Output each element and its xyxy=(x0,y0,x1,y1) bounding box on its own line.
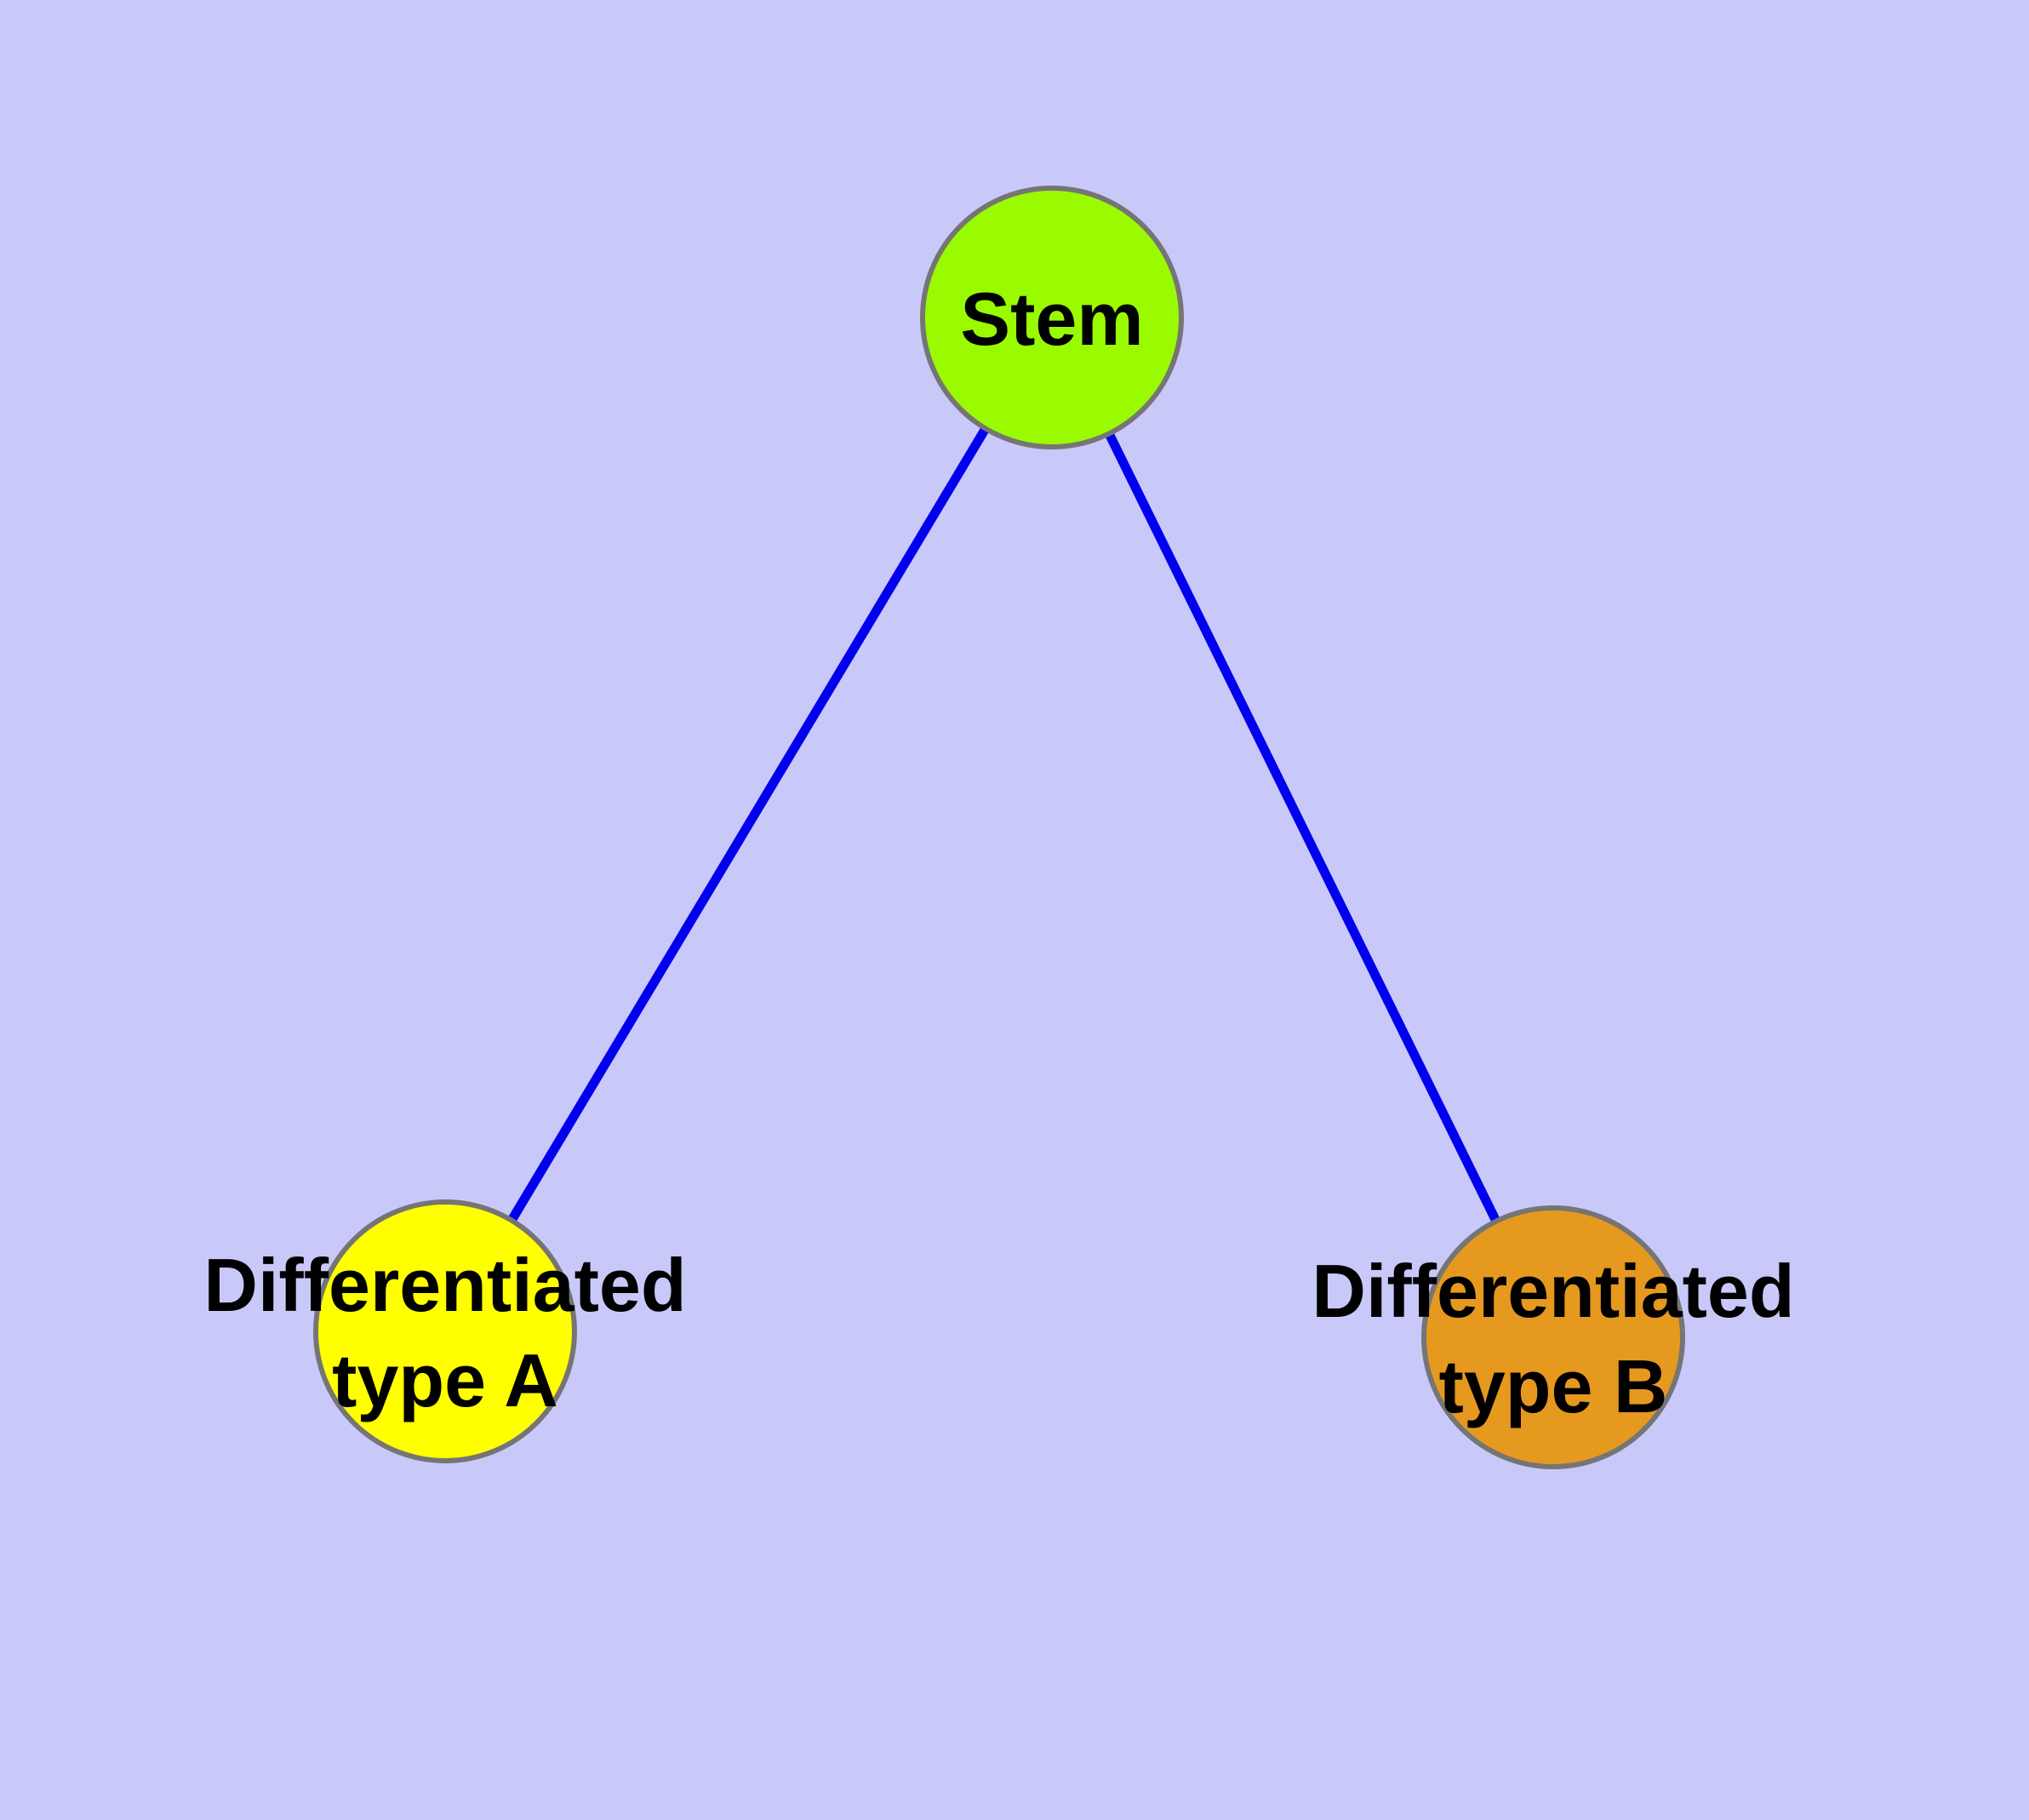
node-circle-differentiated-type-a xyxy=(313,1199,577,1463)
node-label-differentiated-type-b-line-2: type B xyxy=(1439,1344,1668,1428)
node-circle-stem xyxy=(920,186,1184,449)
node-circle-differentiated-type-b xyxy=(1421,1205,1685,1469)
edge-stem-to-differentiated-type-a xyxy=(441,315,1056,1334)
node-stem: Stem xyxy=(920,186,1184,449)
edge-stem-to-differentiated-type-b xyxy=(1048,315,1557,1340)
edges-layer xyxy=(441,315,1557,1340)
node-differentiated-type-b: Differentiated type B xyxy=(1312,1205,1795,1469)
node-label-differentiated-type-a-line-2: type A xyxy=(332,1338,558,1422)
node-label-stem-line-1: Stem xyxy=(960,277,1143,361)
node-label-differentiated-type-a-line-1: Differentiated xyxy=(203,1243,686,1327)
node-label-differentiated-type-b-line-1: Differentiated xyxy=(1312,1249,1794,1333)
node-differentiated-type-a: Differentiated type A xyxy=(203,1199,687,1463)
